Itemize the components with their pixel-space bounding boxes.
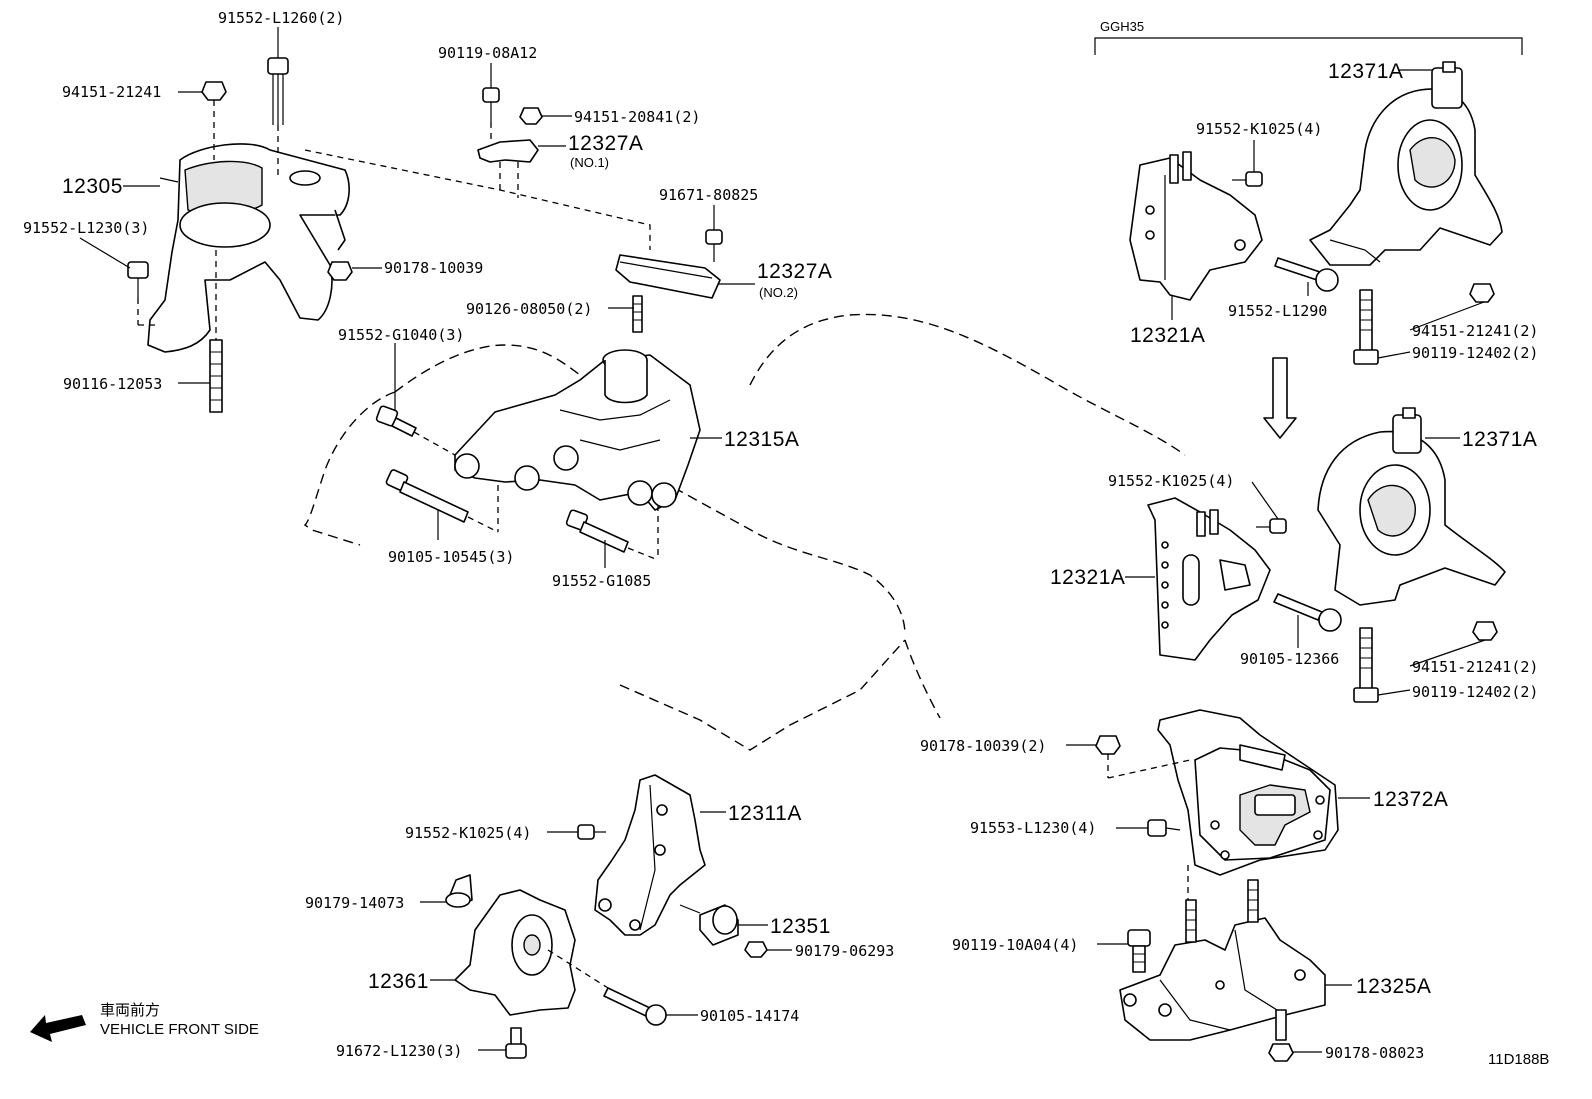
label-12371A-mid: 12371A	[1462, 428, 1537, 451]
bolt-91552-L1230	[127, 261, 160, 326]
down-arrow-icon	[1263, 357, 1297, 439]
label-90126-08050: 90126-08050(2)	[466, 300, 592, 318]
bushing-12351	[679, 904, 739, 946]
engine-outline	[303, 313, 1186, 751]
bolt-90119-10A04	[1127, 929, 1151, 973]
label-12327A-no1: 12327A	[568, 132, 643, 155]
label-12315A: 12315A	[724, 428, 799, 451]
label-91552-G1085: 91552-G1085	[552, 572, 651, 590]
nut-90179-06293	[744, 941, 768, 958]
label-91552-L1230: 91552-L1230(3)	[23, 219, 149, 237]
label-12361: 12361	[368, 970, 429, 993]
label-90178-10039-left: 90178-10039	[384, 259, 483, 277]
label-12321A-mid: 12321A	[1050, 566, 1125, 589]
label-91552-G1040: 91552-G1040(3)	[338, 326, 464, 344]
plate-12327A-no2	[615, 254, 721, 299]
mount-12371A-mid	[1317, 407, 1506, 606]
label-12311A: 12311A	[728, 802, 802, 825]
bolt-91672-L1230	[505, 1027, 527, 1059]
label-94151-21241-top: 94151-21241(2)	[1412, 322, 1538, 340]
label-12321A-top: 12321A	[1130, 324, 1205, 347]
bolt-91552-K1025-right-mid	[1256, 518, 1287, 534]
label-90119-12402-mid: 90119-12402(2)	[1412, 683, 1538, 701]
label-90119-08A12: 90119-08A12	[438, 44, 537, 62]
bolt-91553-L1230	[1147, 819, 1189, 900]
label-12325A: 12325A	[1356, 975, 1431, 998]
label-91672-L1230: 91672-L1230(3)	[336, 1042, 462, 1060]
label-91552-K1025-mid: 91552-K1025(4)	[1108, 472, 1234, 490]
label-90116-12053: 90116-12053	[63, 375, 162, 393]
label-90105-14174: 90105-14174	[700, 1007, 799, 1025]
bolt-90105-14174	[547, 949, 667, 1026]
direction-label-jp: 車両前方	[100, 1001, 160, 1019]
label-94151-21241-mid: 94151-21241(2)	[1412, 658, 1538, 676]
label-90119-12402-top: 90119-12402(2)	[1412, 344, 1538, 362]
label-12327A-no2-sub: (NO.2)	[759, 285, 798, 300]
label-90178-10039-right: 90178-10039(2)	[920, 737, 1046, 755]
label-90119-10A04: 90119-10A04(4)	[952, 936, 1078, 954]
nut-90178-10039-right	[1095, 735, 1191, 779]
bolt-91552-K1025-bottom	[577, 824, 606, 840]
bolt-91552-L1260	[267, 57, 289, 180]
label-94151-20841: 94151-20841(2)	[574, 108, 700, 126]
engine-mount-12305	[147, 143, 350, 353]
bolt-90105-12366	[1273, 593, 1342, 632]
direction-label-en: VEHICLE FRONT SIDE	[100, 1021, 259, 1038]
bolt-90179-14073	[445, 874, 473, 908]
bracket-12321A-top	[1129, 151, 1263, 301]
label-94151-21241: 94151-21241	[62, 83, 161, 101]
vehicle-front-arrow-icon	[30, 1015, 86, 1042]
mount-12371A-top	[1309, 61, 1503, 266]
stud-90119-12402-mid	[1353, 627, 1379, 703]
nut-90178-10039-left	[327, 261, 353, 281]
label-12372A: 12372A	[1373, 788, 1448, 811]
bolt-91671-80825	[705, 229, 723, 262]
callout-labels: 91552-L1260(2) 94151-21241 90119-08A12 9…	[23, 9, 1549, 1068]
nut-94151-21241-right-mid	[1472, 621, 1498, 641]
nut-90178-08023	[1268, 1009, 1294, 1062]
bolt-91552-G1085	[565, 505, 659, 561]
bolt-90105-10545	[385, 469, 499, 533]
bracket-12325A	[1119, 879, 1326, 1041]
label-91552-L1260: 91552-L1260(2)	[218, 9, 344, 27]
variant-bracket: GGH35	[1094, 19, 1523, 55]
bracket-12315A	[454, 349, 701, 511]
bolt-91552-K1025-right-top	[1232, 171, 1263, 187]
mount-12361	[454, 889, 576, 1016]
label-90105-12366: 90105-12366	[1240, 650, 1339, 668]
bolt-90119-08A12	[482, 87, 500, 142]
label-91671-80825: 91671-80825	[659, 186, 758, 204]
bracket-12327A-no1	[477, 139, 539, 198]
label-91552-K1025-bottom: 91552-K1025(4)	[405, 824, 531, 842]
stud-90126-08050	[632, 295, 643, 333]
label-12351: 12351	[770, 915, 831, 938]
label-12305: 12305	[62, 175, 123, 198]
label-90179-14073: 90179-14073	[305, 894, 404, 912]
stud-90116-12053	[209, 250, 223, 413]
label-12327A-no1-sub: (NO.1)	[570, 155, 609, 170]
bracket-12321A-mid	[1147, 497, 1271, 661]
diagram-code: 11D188B	[1488, 1051, 1549, 1068]
mount-12372A	[1157, 709, 1339, 876]
stud-90119-12402-top	[1353, 289, 1379, 365]
bracket-12311A	[594, 774, 706, 936]
nut-94151-20841	[519, 107, 543, 125]
label-12327A-no2: 12327A	[757, 260, 832, 283]
label-12371A-top: 12371A	[1328, 60, 1403, 83]
label-91553-L1230: 91553-L1230(4)	[970, 819, 1096, 837]
label-90178-08023: 90178-08023	[1325, 1044, 1424, 1062]
label-90179-06293: 90179-06293	[795, 942, 894, 960]
bolt-91552-G1040	[375, 405, 456, 456]
bolt-91552-L1290	[1274, 257, 1339, 292]
label-91552-L1290: 91552-L1290	[1228, 302, 1327, 320]
label-90105-10545: 90105-10545(3)	[388, 548, 514, 566]
variant-label: GGH35	[1100, 19, 1144, 34]
leader-lines	[79, 27, 1486, 1053]
label-91552-K1025-top: 91552-K1025(4)	[1196, 120, 1322, 138]
nut-94151-21241-right-top	[1469, 283, 1495, 303]
